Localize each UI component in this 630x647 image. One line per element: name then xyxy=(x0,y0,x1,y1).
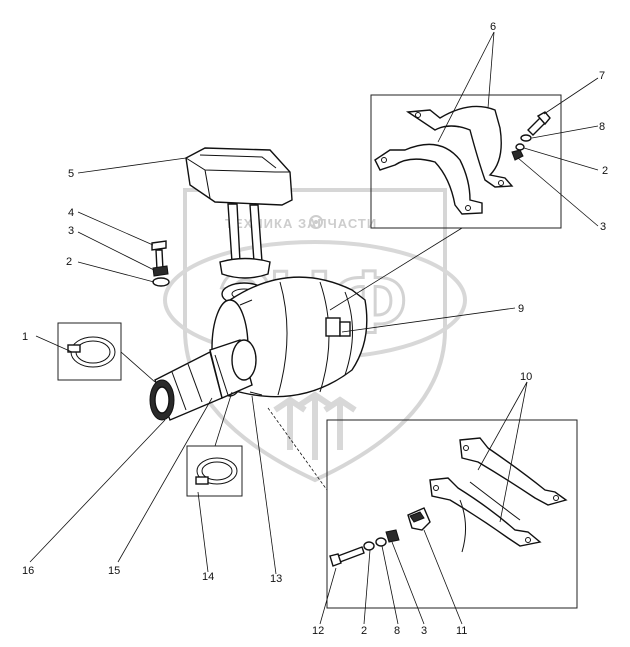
gear-icon xyxy=(309,215,323,229)
callout-1: 1 xyxy=(22,331,28,343)
callout-8-bottom: 8 xyxy=(394,625,400,637)
washer-8-bottom xyxy=(375,537,387,547)
callout-labels: 1 2 3 4 5 6 7 8 2 3 9 10 16 15 14 13 12 … xyxy=(22,21,608,637)
hose-clamp-1 xyxy=(67,336,116,368)
callout-14: 14 xyxy=(202,571,214,583)
intake-pipe xyxy=(219,203,271,279)
assembly-lines xyxy=(120,227,463,491)
inset-frame-clamp-14 xyxy=(186,445,243,497)
callout-5: 5 xyxy=(68,168,74,180)
callout-16: 16 xyxy=(22,565,34,577)
inset-frame-top xyxy=(370,94,562,229)
watermark-wheat-icon xyxy=(273,391,357,460)
nut-3-bottom xyxy=(385,529,400,543)
callout-7: 7 xyxy=(599,70,605,82)
callout-3-right: 3 xyxy=(600,221,606,233)
outlet-elbow-15 xyxy=(209,339,257,399)
bolt-12 xyxy=(329,546,365,567)
callout-2-right: 2 xyxy=(602,165,608,177)
bracket-11 xyxy=(407,507,431,531)
callout-8-top: 8 xyxy=(599,121,605,133)
callout-12: 12 xyxy=(312,625,324,637)
callout-2-left: 2 xyxy=(66,256,72,268)
callout-3-left: 3 xyxy=(68,225,74,237)
leader-lines xyxy=(29,31,599,625)
callout-11: 11 xyxy=(456,625,467,637)
callout-15: 15 xyxy=(108,565,120,577)
callout-3-bottom: 3 xyxy=(421,625,427,637)
washer-2-left xyxy=(152,277,170,287)
watermark-brand-text: ТЕХНИКА ЗАПЧАСТИ xyxy=(225,216,377,231)
inset-frame-clamp-1 xyxy=(57,322,122,381)
bolt-7 xyxy=(527,111,551,136)
callout-10: 10 xyxy=(520,371,532,383)
washer-2-bottom xyxy=(363,541,375,551)
nut-3-left xyxy=(152,265,169,277)
inset-frame-bottom xyxy=(326,419,578,609)
precleaner-cap-5 xyxy=(185,147,293,206)
callout-6: 6 xyxy=(490,21,496,33)
nut-3-top xyxy=(511,149,524,161)
hose-16 xyxy=(149,350,223,421)
washer-2-top xyxy=(515,143,525,151)
clamp-bracket-pair-6 xyxy=(374,105,514,215)
callout-13: 13 xyxy=(270,573,282,585)
bolt-4 xyxy=(151,240,167,271)
clamp-bracket-pair-10 xyxy=(429,437,568,553)
callout-4: 4 xyxy=(68,207,74,219)
callout-9: 9 xyxy=(518,303,524,315)
hose-clamp-14 xyxy=(195,457,238,485)
washer-8-top xyxy=(520,134,532,142)
callout-2-bottom: 2 xyxy=(361,625,367,637)
